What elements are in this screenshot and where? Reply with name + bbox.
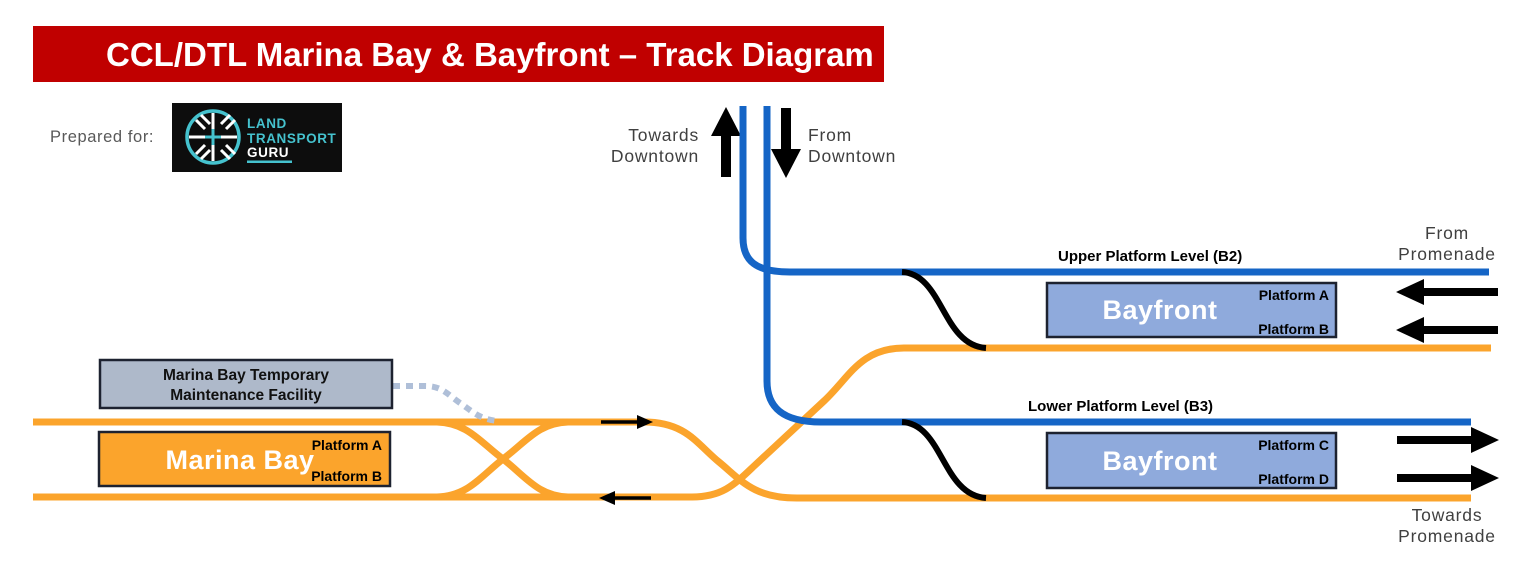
maintenance-facility-dotted-track <box>393 383 500 424</box>
from-downtown-label-line2: Downtown <box>808 146 896 166</box>
upper-platform-level-label: Upper Platform Level (B2) <box>1058 248 1242 265</box>
title-banner <box>33 26 884 82</box>
connector-track-b3 <box>901 419 987 501</box>
bayfront-platform-d-label: Platform D <box>1258 471 1329 487</box>
logo-underline <box>247 160 292 163</box>
track-arrow-eastbound <box>601 415 653 429</box>
towards-promenade-label-line2: Promenade <box>1398 526 1496 546</box>
maintenance-facility-box: Marina Bay Temporary Maintenance Facilit… <box>98 358 394 410</box>
lower-platform-level-label: Lower Platform Level (B3) <box>1028 398 1213 415</box>
connector-track-b2 <box>901 269 987 351</box>
dtl-track-towards-downtown-b2 <box>739 106 1489 276</box>
maintenance-facility-line2: Maintenance Facility <box>170 387 322 404</box>
from-promenade-label-line1: From <box>1425 223 1469 243</box>
bayfront-upper-station-name: Bayfront <box>1102 295 1217 325</box>
towards-downtown-label-line1: Towards <box>628 125 699 145</box>
bayfront-platform-a-label: Platform A <box>1259 287 1329 303</box>
ccl-crossover-diagonal-2 <box>436 418 569 501</box>
marina-bay-platform-b-label: Platform B <box>311 468 382 484</box>
from-downtown-label-line1: From <box>808 125 852 145</box>
marina-bay-station-name: Marina Bay <box>165 445 314 475</box>
towards-promenade-label-line1: Towards <box>1412 505 1483 525</box>
down-arrow-icon <box>771 108 801 178</box>
page-title: CCL/DTL Marina Bay & Bayfront – Track Di… <box>106 36 874 73</box>
bayfront-platform-c-label: Platform C <box>1258 437 1329 453</box>
maintenance-facility-line1: Marina Bay Temporary <box>163 367 329 384</box>
right-arrow-icon-platform-d <box>1397 465 1499 491</box>
up-arrow-icon <box>711 107 741 177</box>
bayfront-upper-station-box: Bayfront Platform A Platform B <box>1045 281 1338 339</box>
bayfront-lower-station-name: Bayfront <box>1102 446 1217 476</box>
from-promenade-label-line2: Promenade <box>1398 244 1496 264</box>
left-arrow-icon-platform-b <box>1396 317 1498 343</box>
logo-text-guru: GURU <box>247 145 289 160</box>
bayfront-lower-station-box: Bayfront Platform C Platform D <box>1045 431 1338 490</box>
right-arrow-icon-platform-c <box>1397 427 1499 453</box>
marina-bay-platform-a-label: Platform A <box>312 437 382 453</box>
towards-downtown-label-line2: Downtown <box>611 146 699 166</box>
land-transport-guru-logo: LAND TRANSPORT GURU <box>172 103 342 172</box>
compass-wheel-icon <box>185 109 241 165</box>
prepared-for-label: Prepared for: <box>50 128 154 146</box>
track-arrow-westbound <box>599 491 651 505</box>
ccl-track-marina-bay-platform-a <box>33 418 1471 502</box>
dtl-track-from-downtown-b3 <box>763 106 1471 426</box>
logo-text-transport: TRANSPORT <box>247 131 337 146</box>
left-arrow-icon-platform-a <box>1396 279 1498 305</box>
logo-text-land: LAND <box>247 116 287 131</box>
marina-bay-station-box: Marina Bay Platform A Platform B <box>97 430 392 488</box>
bayfront-platform-b-label: Platform B <box>1258 321 1329 337</box>
ccl-track-marina-bay-platform-b <box>33 344 1491 501</box>
